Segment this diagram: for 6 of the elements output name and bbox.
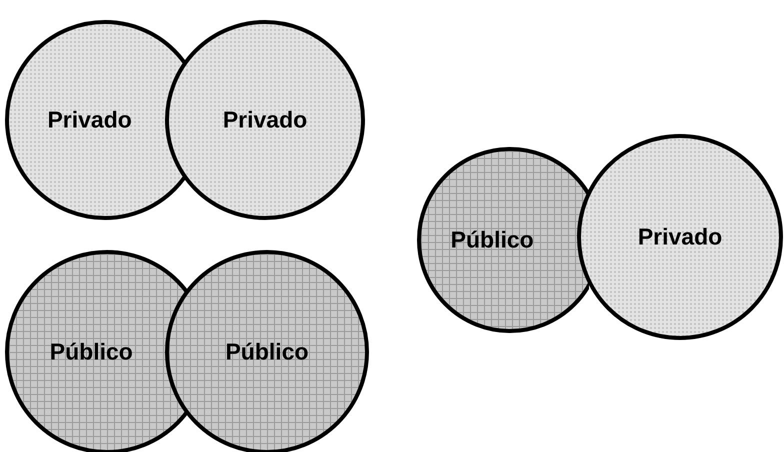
circle-label: Privado [222,106,308,134]
circle-label: Público [450,226,534,254]
circle-label: Público [50,338,133,366]
circle-label: Público [225,338,309,366]
circle-label: Privado [638,224,722,250]
circle-label: Privado [47,106,132,134]
